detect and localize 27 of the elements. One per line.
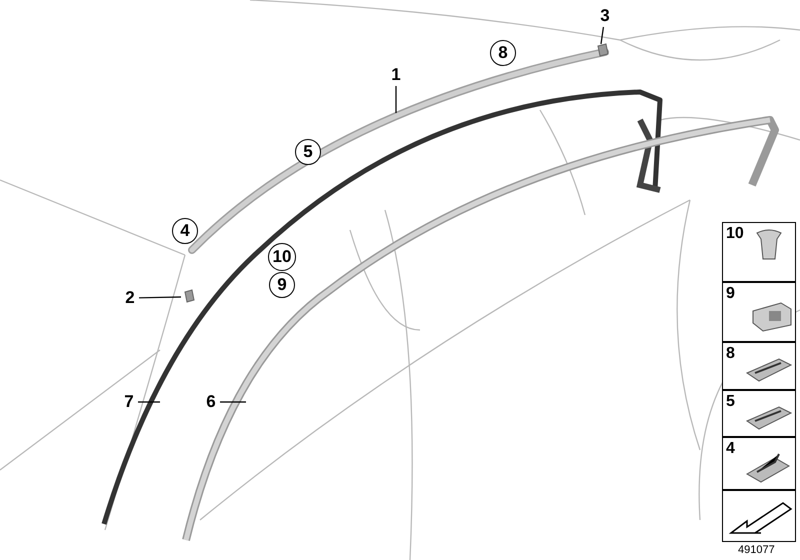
circled-callout-number: 8	[490, 40, 516, 66]
leader-line	[600, 26, 604, 44]
circled-callout-number: 10	[268, 243, 296, 271]
leader-line	[395, 86, 397, 113]
part-legend-cell	[722, 282, 796, 342]
callout-number: 8	[726, 345, 735, 363]
leader-line	[138, 401, 160, 403]
callout-number: 3	[596, 5, 614, 27]
callout-number: 10	[726, 225, 744, 243]
part-legend-cell	[722, 390, 796, 437]
callout-number: 9	[726, 285, 735, 303]
part-legend-cell	[722, 342, 796, 390]
callout-number: 7	[120, 391, 138, 413]
part-legend-cell	[722, 222, 796, 282]
callout-number: 6	[202, 391, 220, 413]
callout-number: 1	[387, 64, 405, 86]
circled-callout-number: 4	[172, 218, 198, 244]
leader-line	[220, 401, 246, 403]
leader-line	[138, 296, 182, 298]
callout-number: 4	[726, 440, 735, 458]
callout-number: 5	[726, 393, 735, 411]
drawing-number: 491077	[738, 544, 775, 556]
part-legend-cell	[722, 490, 796, 542]
part-legend-cell	[722, 437, 796, 490]
circled-callout-number: 5	[295, 139, 321, 165]
callout-number: 2	[121, 287, 139, 309]
circled-callout-number: 9	[269, 272, 295, 298]
